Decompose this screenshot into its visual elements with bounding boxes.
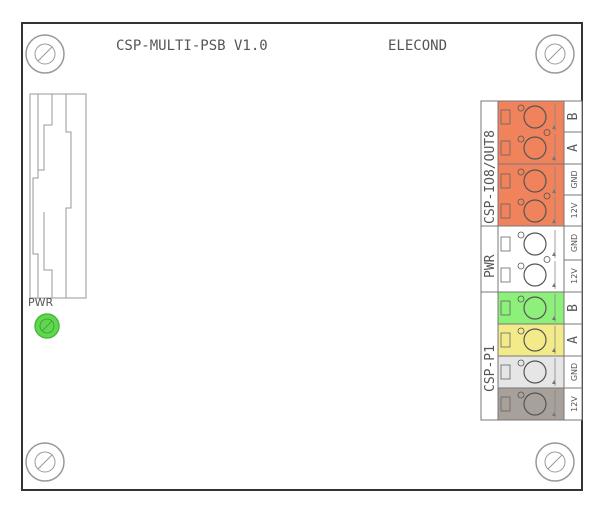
board-brand: ELECOND: [388, 38, 447, 54]
p1-block-gray: [497, 355, 565, 389]
board-title: CSP-MULTI-PSB V1.0: [116, 38, 268, 54]
pin-label-b: B: [566, 112, 581, 120]
mounting-hole-top-left: [25, 34, 65, 74]
p1-block-green: [497, 291, 565, 325]
pin-label-b: B: [566, 304, 581, 312]
io-block-top: [497, 100, 565, 165]
pin-labels: B A GND 12V GND 12V B A GND 12V: [563, 100, 583, 421]
mounting-hole-top-right: [535, 34, 575, 74]
pin-label-gnd: GND: [570, 234, 579, 252]
pin-label-12v: 12V: [570, 202, 579, 218]
pin-label-a: A: [566, 336, 581, 344]
pwr-led: [34, 313, 60, 339]
p1-group-label: CSP-P1: [483, 345, 498, 392]
mounting-hole-bottom-left: [25, 442, 65, 482]
pin-label-gnd: GND: [570, 170, 579, 188]
pin-label-12v: 12V: [570, 268, 579, 284]
pin-label-12v: 12V: [570, 396, 579, 412]
pin-label-a: A: [566, 144, 581, 152]
p1-block-yellow: [497, 323, 565, 357]
pin-label-gnd: GND: [570, 363, 579, 381]
terminal-blocks: [497, 100, 565, 421]
din-rail-clip: [29, 93, 87, 299]
mounting-hole-bottom-right: [535, 442, 575, 482]
pin-box-9: [563, 387, 583, 421]
pwr-led-label: PWR: [28, 296, 54, 309]
pwr-group-label: PWR: [483, 254, 498, 278]
io-group-label: CSP-IO8/OUT8: [483, 130, 498, 224]
p1-block-taupe: [497, 387, 565, 421]
pwr-block: [497, 225, 565, 293]
io-block-bottom: [497, 163, 565, 227]
